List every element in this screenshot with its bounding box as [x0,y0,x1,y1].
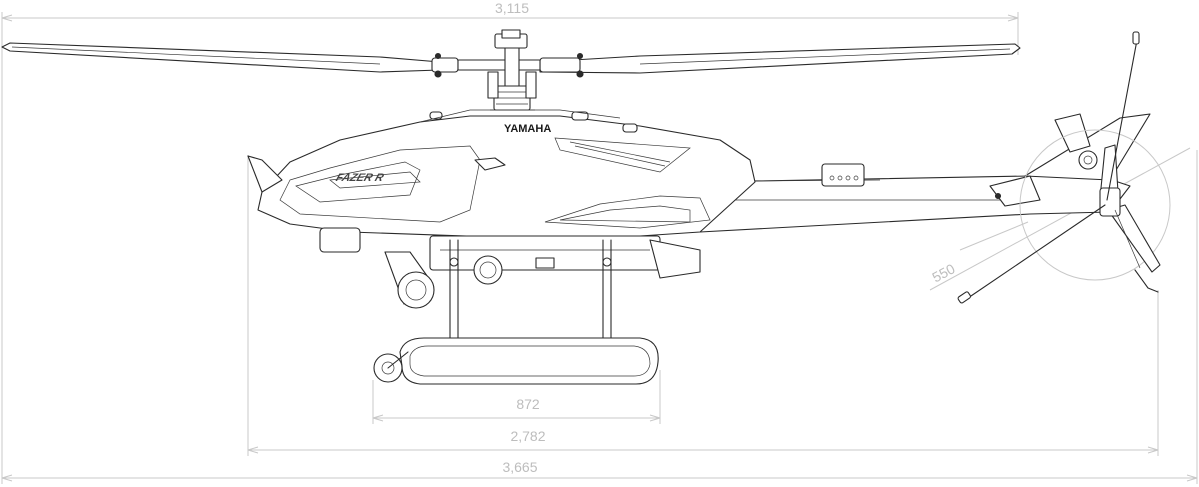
tuning-fork-logo-icon [1078,150,1098,170]
brand-logo: YAMAHA [504,123,551,135]
rotor-diameter-label: 3,115 [495,0,529,16]
antenna-tip [1132,31,1140,45]
engine-pulley [473,255,503,285]
overall-length-label: 3,665 [502,459,537,475]
nose-fairing [247,155,283,193]
tail-rotor [957,31,1161,304]
dimension-fuselage-length: 2,782 [247,155,1159,456]
landing-skid [399,337,659,385]
main-rotor [1,29,1021,111]
front-wheel [397,271,435,309]
dimension-overall-length: 3,665 [1,60,1198,484]
tail-rotor-label: 550 [929,260,957,285]
model-script: FAZER R [334,172,386,184]
dimension-skid-width: 872 [372,370,661,424]
fuselage: YAMAHA FAZER R [247,111,756,239]
undercarriage [319,227,701,385]
main-rotor-blade-left [1,42,441,73]
fuselage-length-label: 2,782 [510,428,545,444]
canopy-top [419,109,621,123]
skid-width-label: 872 [516,396,540,412]
tail-boom [699,113,1171,281]
dimension-rotor-diameter: 3,115 [1,0,1019,60]
